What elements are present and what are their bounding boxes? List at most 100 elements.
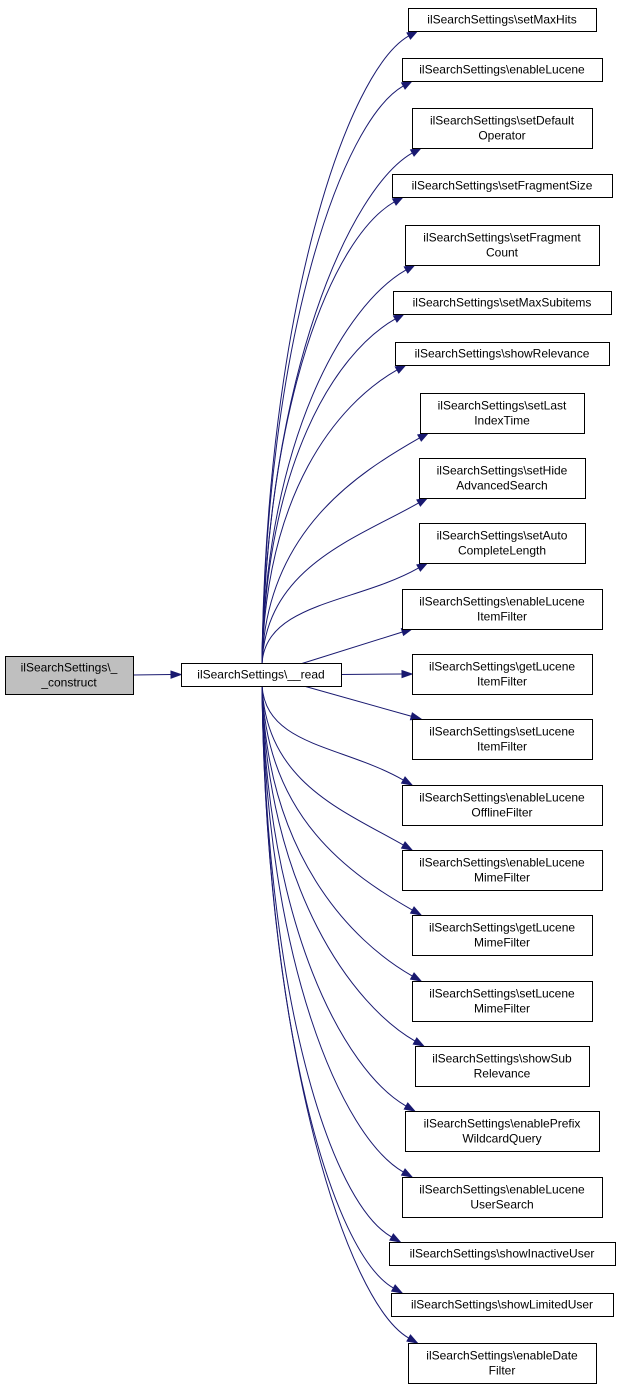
node-box	[408, 8, 597, 32]
node-box	[405, 1111, 600, 1152]
node-showInactiveUser[interactable]: ilSearchSettings\showInactiveUser	[389, 1242, 616, 1266]
node-enablePrefixWildcardQuery[interactable]: ilSearchSettings\enablePrefixWildcardQue…	[405, 1111, 600, 1152]
node-box	[405, 225, 600, 266]
arrowhead	[406, 1334, 419, 1344]
arrowhead	[409, 972, 423, 982]
node-box	[419, 458, 586, 499]
node-label: OfflineFilter	[471, 806, 532, 820]
arrowhead	[416, 497, 429, 507]
node-box	[402, 1177, 603, 1218]
arrowhead	[416, 432, 430, 442]
node-label: MimeFilter	[474, 871, 530, 885]
arrowhead	[170, 670, 183, 679]
node-label: _construct	[40, 676, 97, 690]
node-enableLucene[interactable]: ilSearchSettings\enableLucene	[402, 58, 603, 82]
node-showLimitedUser[interactable]: ilSearchSettings\showLimitedUser	[391, 1293, 614, 1317]
node-label: ilSearchSettings\enableDate	[426, 1349, 578, 1363]
node-showRelevance[interactable]: ilSearchSettings\showRelevance	[395, 342, 610, 366]
node-box	[402, 58, 603, 82]
node-label: ilSearchSettings\_	[21, 661, 118, 675]
edge-line	[261, 567, 419, 664]
node-setMaxHits[interactable]: ilSearchSettings\setMaxHits	[408, 8, 597, 32]
node-box	[412, 981, 593, 1022]
arrowhead	[409, 712, 423, 721]
node-label: ilSearchSettings\enableLucene	[419, 63, 585, 77]
edge-read-to-showRelevance	[261, 364, 408, 664]
edge-read-to-getLuceneMimeFilter	[261, 685, 423, 916]
edge-read-to-enableLuceneUserSearch	[261, 685, 414, 1178]
node-box	[395, 342, 610, 366]
node-label: MimeFilter	[474, 936, 530, 950]
edge-line	[261, 152, 413, 664]
node-label: ilSearchSettings\getLucene	[429, 660, 575, 674]
node-setMaxSubitems[interactable]: ilSearchSettings\setMaxSubitems	[393, 291, 612, 315]
node-label: ilSearchSettings\setMaxHits	[427, 13, 576, 27]
edge-read-to-setFragmentCount	[261, 264, 417, 664]
edge-read-to-enablePrefixWildcardQuery	[261, 685, 417, 1112]
arrowhead	[400, 80, 414, 90]
edge-read-to-showSubRelevance	[261, 685, 426, 1047]
node-label: ilSearchSettings\showRelevance	[415, 347, 590, 361]
edge-construct-to-read	[132, 670, 183, 679]
node-label: ilSearchSettings\__read	[197, 668, 324, 682]
node-setFragmentSize[interactable]: ilSearchSettings\setFragmentSize	[392, 174, 613, 198]
node-label: Relevance	[474, 1067, 531, 1081]
edge-line	[261, 318, 396, 664]
node-label: ilSearchSettings\setMaxSubitems	[413, 296, 592, 310]
node-enableLuceneOfflineFilter[interactable]: ilSearchSettings\enableLuceneOfflineFilt…	[402, 785, 603, 826]
node-label: Filter	[489, 1364, 516, 1378]
arrowhead	[389, 1233, 402, 1243]
edge-read-to-setFragmentSize	[261, 196, 405, 664]
node-box	[408, 1343, 597, 1384]
node-box	[412, 108, 593, 149]
edge-line	[261, 685, 409, 1339]
edge-line	[301, 631, 403, 664]
arrowhead	[403, 264, 417, 274]
arrowhead	[394, 364, 408, 374]
node-label: CompleteLength	[458, 544, 546, 558]
node-label: ItemFilter	[477, 740, 527, 754]
edge-line	[261, 35, 409, 664]
arrowhead	[406, 30, 419, 40]
node-label: ilSearchSettings\setFragment	[423, 231, 581, 245]
edge-read-to-setMaxHits	[261, 30, 419, 664]
node-label: Operator	[478, 129, 525, 143]
edge-line	[261, 685, 404, 1173]
arrowhead	[400, 776, 414, 786]
edge-read-to-showLimitedUser	[261, 685, 404, 1294]
node-label: WildcardQuery	[462, 1132, 541, 1146]
edge-line	[261, 685, 404, 781]
node-read[interactable]: ilSearchSettings\__read	[181, 663, 342, 687]
edge-read-to-enableLuceneOfflineFilter	[261, 685, 414, 786]
node-label: ItemFilter	[477, 610, 527, 624]
edge-read-to-setDefaultOperator	[261, 147, 423, 664]
edge-read-to-setMaxSubitems	[261, 313, 406, 664]
edge-line	[301, 685, 412, 717]
node-label: ilSearchSettings\getLucene	[429, 921, 575, 935]
node-box	[391, 1293, 614, 1317]
edge-line	[261, 201, 395, 664]
edge-line	[261, 685, 413, 911]
node-label: ilSearchSettings\setAuto	[437, 529, 568, 543]
node-construct[interactable]: ilSearchSettings\__construct	[5, 656, 134, 695]
node-box	[393, 291, 612, 315]
edge-line	[261, 85, 404, 664]
node-label: ilSearchSettings\setHide	[437, 464, 568, 478]
node-box	[419, 523, 586, 564]
node-label: AdvancedSearch	[456, 479, 547, 493]
node-label: ilSearchSettings\enablePrefix	[424, 1117, 581, 1131]
